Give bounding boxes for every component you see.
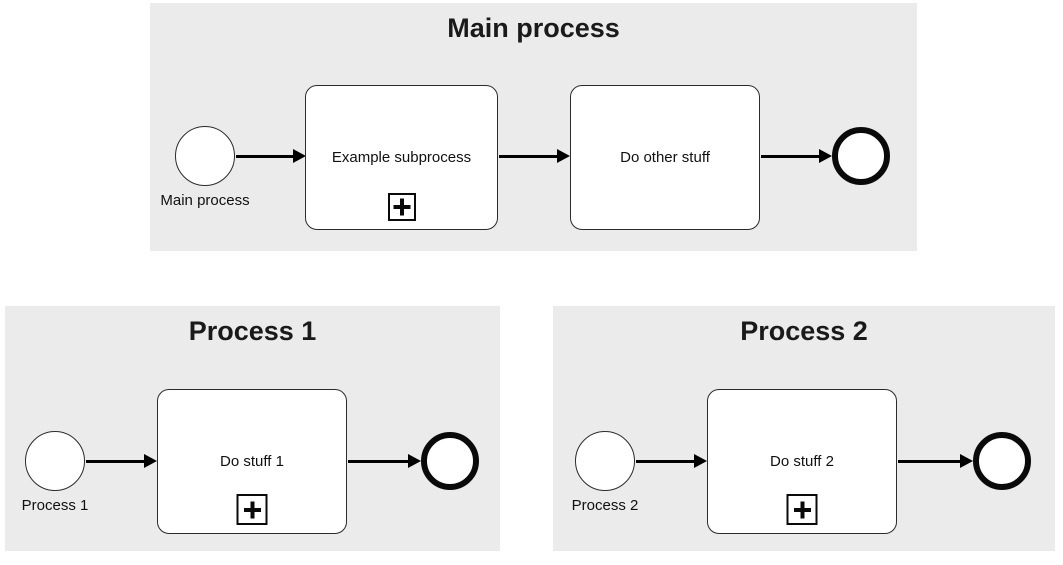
arrow-head-icon — [144, 454, 157, 468]
process2-panel: Process 2 Process 2 Do stuff 2 — [553, 306, 1055, 551]
main-start-event-label: Main process — [160, 192, 250, 209]
process2-end-event — [973, 432, 1031, 490]
arrow-line — [636, 459, 697, 463]
sequence-flow-arrow — [86, 454, 157, 468]
arrow-head-icon — [293, 149, 306, 163]
process1-start-event-label: Process 1 — [21, 497, 89, 514]
arrow-line — [348, 459, 411, 463]
main-task-do-other-stuff: Do other stuff — [570, 85, 760, 230]
subprocess-plus-icon — [786, 494, 818, 525]
plus-horizontal-bar — [243, 507, 261, 512]
process1-subprocess-task: Do stuff 1 — [157, 389, 347, 534]
arrow-head-icon — [960, 454, 973, 468]
arrow-line — [898, 459, 963, 463]
subprocess-plus-icon — [387, 193, 416, 221]
arrow-line — [761, 154, 822, 158]
sequence-flow-arrow — [499, 149, 570, 163]
process2-start-event — [575, 431, 635, 491]
arrow-head-icon — [408, 454, 421, 468]
arrow-head-icon — [819, 149, 832, 163]
process1-end-event — [421, 432, 479, 490]
process1-start-event — [25, 431, 85, 491]
main-process-panel: Main process Main process Example subpro… — [150, 3, 917, 251]
process1-panel: Process 1 Process 1 Do stuff 1 — [5, 306, 500, 551]
sequence-flow-arrow — [898, 454, 973, 468]
arrow-line — [499, 154, 560, 158]
main-process-title: Main process — [447, 13, 620, 43]
arrow-line — [236, 154, 296, 158]
arrow-head-icon — [694, 454, 707, 468]
sequence-flow-arrow — [761, 149, 832, 163]
arrow-head-icon — [557, 149, 570, 163]
task-label: Example subprocess — [331, 149, 472, 166]
process2-subprocess-task: Do stuff 2 — [707, 389, 897, 534]
task-label: Do stuff 2 — [770, 453, 834, 470]
process1-title: Process 1 — [188, 316, 317, 346]
plus-horizontal-bar — [793, 507, 811, 512]
arrow-line — [86, 459, 147, 463]
plus-horizontal-bar — [393, 205, 410, 209]
subprocess-plus-icon — [236, 494, 268, 525]
task-label: Do other stuff — [620, 149, 710, 166]
sequence-flow-arrow — [636, 454, 707, 468]
process2-title: Process 2 — [740, 316, 868, 346]
process2-start-event-label: Process 2 — [571, 497, 639, 514]
main-subprocess-task: Example subprocess — [305, 85, 498, 230]
sequence-flow-arrow — [348, 454, 421, 468]
main-end-event — [832, 127, 890, 185]
main-start-event — [175, 126, 235, 186]
task-label: Do stuff 1 — [220, 453, 284, 470]
sequence-flow-arrow — [236, 149, 306, 163]
